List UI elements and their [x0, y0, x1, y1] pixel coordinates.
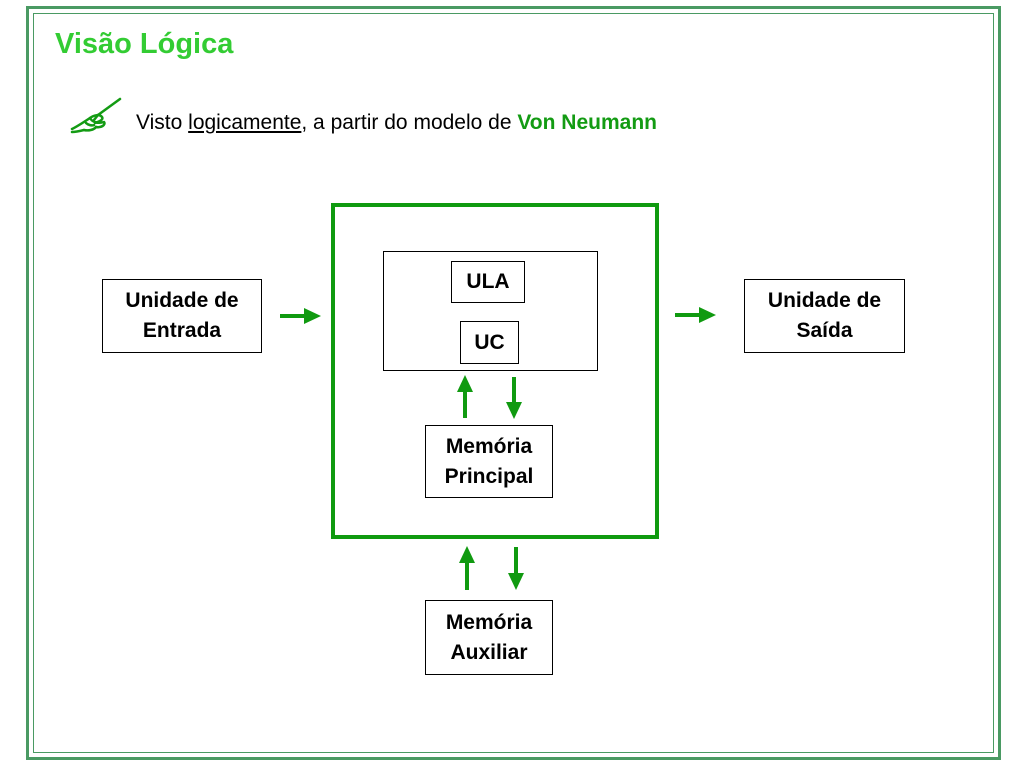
arrow-memory-up — [457, 375, 473, 418]
slide-title: Visão Lógica — [55, 28, 234, 60]
input-unit-box: Unidade de Entrada — [102, 279, 262, 353]
output-unit-line1: Unidade de — [767, 289, 882, 312]
input-unit-line1: Unidade de — [125, 289, 239, 312]
main-memory-line2: Principal — [444, 464, 534, 488]
aux-memory-box: Memória Auxiliar — [425, 600, 553, 675]
slide-frame-inner — [33, 13, 994, 753]
writing-hand-icon — [70, 97, 122, 134]
bullet-text-start: Visto — [136, 111, 189, 134]
arrow-aux-up — [459, 546, 475, 590]
bullet-underlined-word: logicamente — [188, 111, 302, 134]
bullet-text: Visto logicamente, a partir do modelo de… — [136, 111, 657, 135]
arrow-cpu-to-output — [675, 307, 716, 323]
arrow-aux-down — [508, 547, 524, 590]
ula-box: ULA — [451, 261, 525, 303]
output-unit-box: Unidade de Saída — [744, 279, 905, 353]
bullet-text-middle: , a partir do modelo de — [301, 111, 518, 134]
main-memory-box: Memória Principal — [425, 425, 553, 498]
aux-memory-line2: Auxiliar — [450, 640, 528, 664]
uc-box: UC — [460, 321, 519, 364]
arrow-memory-down — [506, 377, 522, 419]
bullet-highlight: Von Neumann — [517, 111, 657, 134]
uc-label: UC — [474, 330, 505, 354]
cpu-container — [331, 203, 659, 539]
aux-memory-line1: Memória — [445, 610, 533, 634]
output-unit-line2: Saída — [796, 319, 853, 342]
ula-label: ULA — [466, 270, 510, 293]
main-memory-line1: Memória — [445, 434, 533, 458]
slide-frame-outer — [26, 6, 1001, 760]
arrow-input-to-cpu — [280, 308, 321, 324]
input-unit-line2: Entrada — [142, 319, 222, 342]
